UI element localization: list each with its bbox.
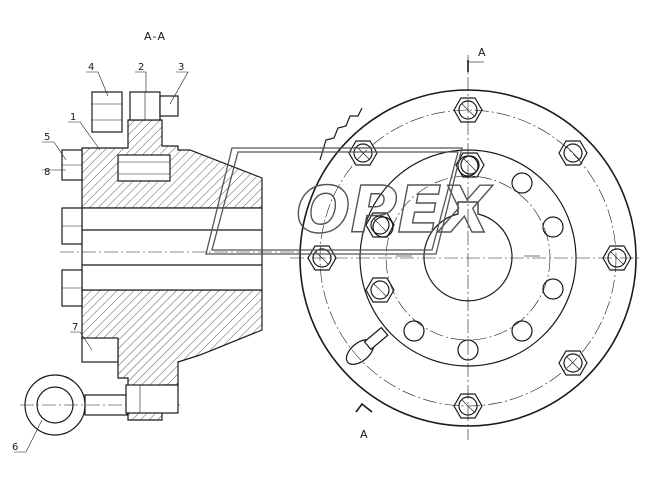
watermark-text: OPEX (296, 174, 493, 248)
shaft-bore (81, 207, 263, 291)
callout-4: 4 (88, 62, 94, 73)
front-view (290, 55, 640, 440)
nut-top (91, 91, 123, 133)
watermark-logo (205, 147, 463, 255)
callout-3: 3 (178, 62, 184, 73)
callout-7: 7 (72, 322, 78, 333)
cut-mark-top-label: А (478, 46, 487, 59)
bore-keyway (423, 201, 513, 302)
gear-teeth (319, 107, 363, 161)
outer-flange (299, 89, 637, 427)
bolt-head-4 (81, 337, 119, 363)
cut-mark-bottom-label: А (360, 428, 369, 441)
callout-1: 1 (70, 112, 76, 123)
section-view (20, 91, 300, 436)
callout-8: 8 (44, 167, 50, 178)
eye-bolt (20, 374, 180, 436)
callout-2: 2 (138, 62, 144, 73)
callout-5: 5 (44, 132, 50, 143)
leader-lines (14, 71, 189, 453)
inner-hub (359, 149, 577, 367)
cut-marks (355, 60, 484, 413)
eye-bolt-front (345, 326, 389, 365)
section-title: А-А (144, 30, 166, 43)
callout-6: 6 (12, 442, 18, 453)
